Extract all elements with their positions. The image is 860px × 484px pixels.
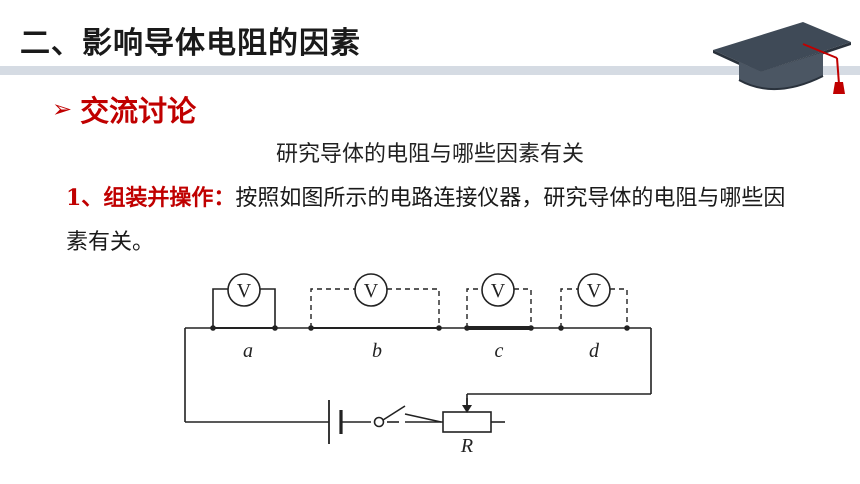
voltmeter-b-symbol: V xyxy=(364,280,379,302)
graduation-cap-icon xyxy=(713,22,851,94)
subtitle: 研究导体的电阻与哪些因素有关 xyxy=(275,142,584,167)
arrow-bullet-icon: ➢ xyxy=(52,95,73,123)
switch-symbol xyxy=(373,405,443,428)
conductor-label-d: d xyxy=(589,340,600,362)
header-divider xyxy=(0,66,860,75)
circuit-wires xyxy=(184,327,652,423)
conductor-d: V d xyxy=(558,273,630,362)
page-title: 二、影响导体电阻的因素 xyxy=(20,26,361,61)
circuit-diagram: R V a V b V c V xyxy=(184,273,652,457)
voltmeter-c-symbol: V xyxy=(491,280,506,302)
step-label-text: 组装并操作： xyxy=(103,186,236,211)
step-label: 1、组装并操作： xyxy=(66,185,235,211)
voltmeter-a-symbol: V xyxy=(237,280,252,302)
section-heading: ➢ 交流讨论 xyxy=(52,88,196,130)
conductor-label-c: c xyxy=(495,340,504,362)
voltmeter-d-symbol: V xyxy=(587,280,602,302)
rheostat-symbol: R xyxy=(442,398,492,457)
rheostat-label: R xyxy=(460,435,473,457)
battery-symbol xyxy=(328,400,343,444)
step-number: 1、 xyxy=(66,185,104,211)
conductor-b: V b xyxy=(308,273,442,362)
step-paragraph: 1、组装并操作：按照如图所示的电路连接仪器，研究导体的电阻与哪些因素有关。 xyxy=(66,176,786,265)
conductor-label-b: b xyxy=(372,340,382,362)
conductor-c: V c xyxy=(464,273,534,362)
conductor-a: V a xyxy=(210,273,278,362)
section-title: 交流讨论 xyxy=(80,94,197,128)
step-body: 按照如图所示的电路连接仪器，研究导体的电阻与哪些因素有关。 xyxy=(66,186,786,255)
conductor-label-a: a xyxy=(243,340,253,362)
